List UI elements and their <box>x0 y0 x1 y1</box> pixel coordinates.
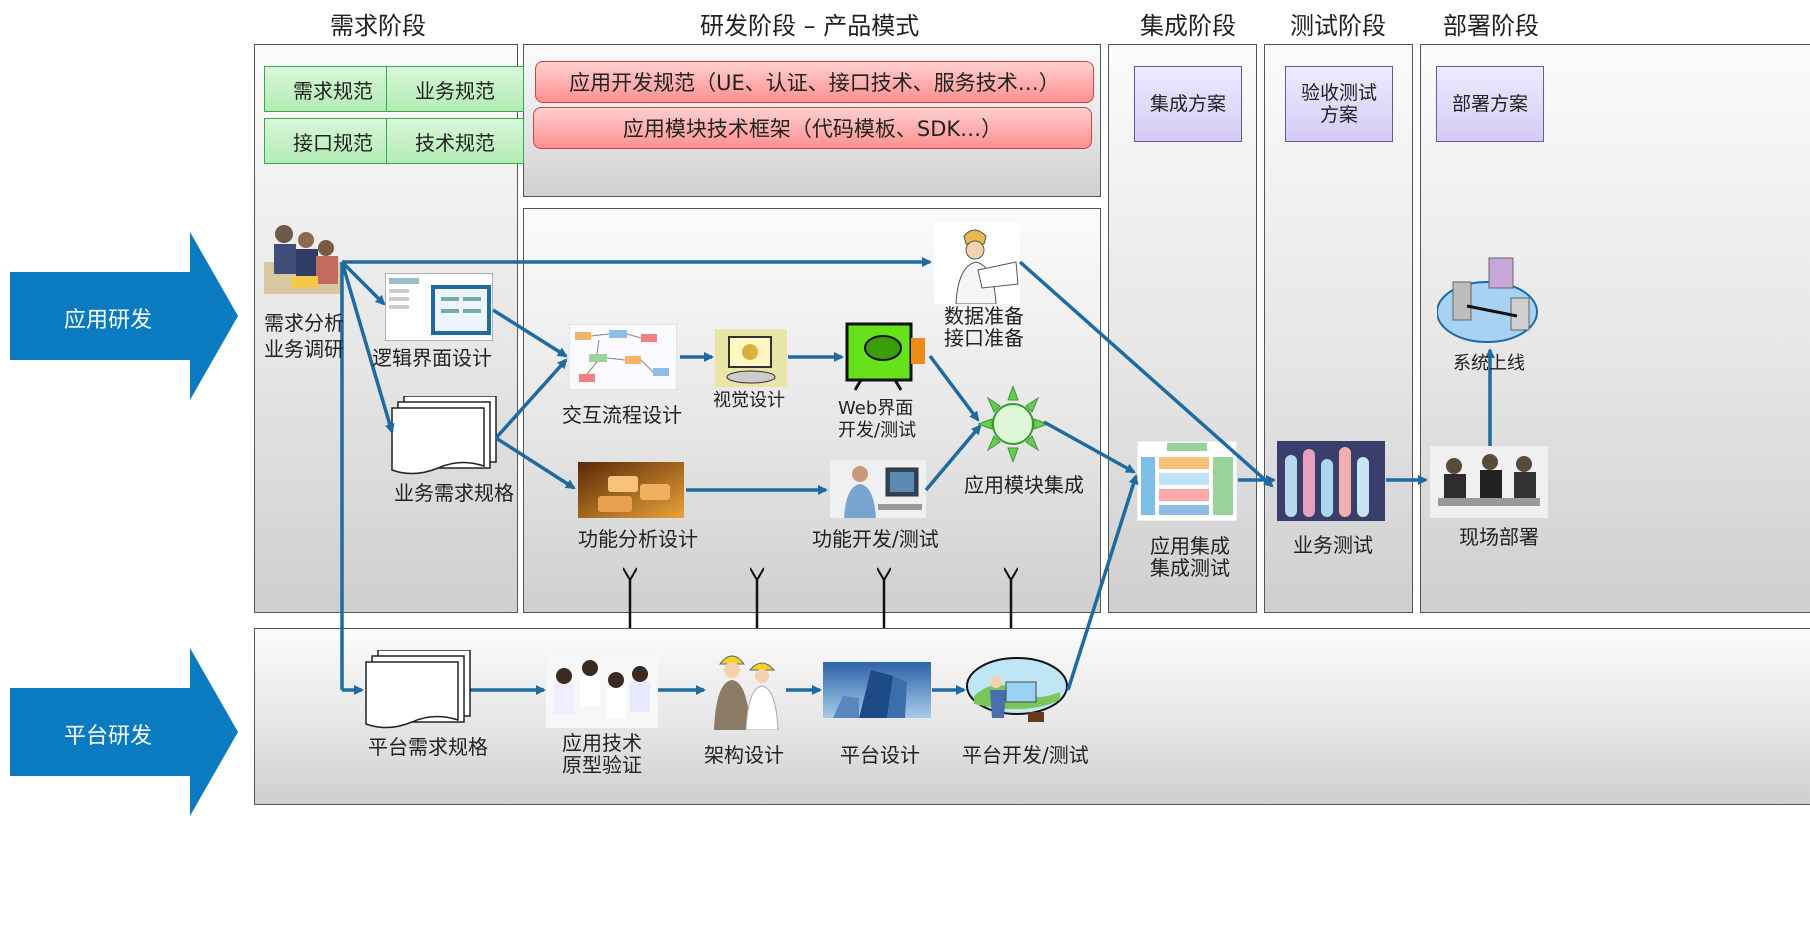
platform-doc-stack-icon <box>365 650 471 729</box>
deployment-plan[interactable]: 部署方案 <box>1436 66 1544 142</box>
team-deploy-icon <box>1430 446 1548 518</box>
prototype-line2: 原型验证 <box>562 753 642 777</box>
acceptance-test-plan-line2: 方案 <box>1319 104 1358 126</box>
platform-dev-arrow <box>10 648 238 816</box>
spec-interface[interactable]: 接口规范 <box>264 118 402 164</box>
phase-title-integration: 集成阶段 <box>1140 12 1236 40</box>
interaction-design-label: 交互流程设计 <box>562 403 682 427</box>
spec-technical[interactable]: 技术规范 <box>386 118 524 164</box>
platform-req-label: 平台需求规格 <box>368 735 488 759</box>
developer-at-computer-icon <box>830 460 926 518</box>
app-dev-standard[interactable]: 应用开发规范（UE、认证、接口技术、服务技术…） <box>535 61 1094 103</box>
logic-ui-label: 逻辑界面设计 <box>372 346 492 370</box>
platform-design-label: 平台设计 <box>840 743 920 767</box>
keyboard-photo-icon <box>578 462 684 518</box>
visual-design-label: 视觉设计 <box>713 390 785 411</box>
prototype-label: 应用技术 原型验证 <box>562 732 642 776</box>
web-dev-line2: 开发/测试 <box>838 420 917 441</box>
sun-burst-icon <box>978 386 1048 462</box>
func-dev-label: 功能开发/测试 <box>812 527 939 551</box>
web-dev-icon <box>845 322 925 391</box>
flowchart-thumbnail-icon <box>569 324 677 390</box>
visual-design-icon <box>715 329 787 387</box>
architecture-label: 架构设计 <box>704 743 784 767</box>
site-deploy-label: 现场部署 <box>1459 525 1539 549</box>
web-dev-label: Web界面 开发/测试 <box>838 398 916 442</box>
integration-plan[interactable]: 集成方案 <box>1134 66 1242 142</box>
data-prep-line1: 数据准备 <box>944 304 1024 328</box>
req-analysis-line1: 需求分析 <box>264 311 344 335</box>
data-prep-label: 数据准备 接口准备 <box>944 305 1024 349</box>
req-analysis-line2: 业务调研 <box>264 337 344 361</box>
spec-requirement[interactable]: 需求规范 <box>264 66 402 112</box>
go-live-label: 系统上线 <box>1453 353 1525 374</box>
servers-globe-icon <box>1437 257 1538 343</box>
req-analysis-label: 需求分析 业务调研 <box>264 310 344 362</box>
test-tubes-icon <box>1277 441 1385 521</box>
func-analysis-label: 功能分析设计 <box>578 527 698 551</box>
team-discussion-icon <box>546 652 658 728</box>
data-prep-line2: 接口准备 <box>944 326 1024 350</box>
app-dev-label: 应用研发 <box>64 308 153 333</box>
prototype-line1: 应用技术 <box>562 731 642 755</box>
biz-req-spec-label: 业务需求规格 <box>394 481 514 505</box>
building-icon <box>823 662 931 718</box>
document-stack-icon <box>391 396 497 475</box>
business-meeting-icon <box>264 225 342 294</box>
phase-title-development: 研发阶段 – 产品模式 <box>700 12 920 40</box>
platform-dev-test-label: 平台开发/测试 <box>962 743 1089 767</box>
app-integration-label: 应用集成 集成测试 <box>1150 535 1230 579</box>
screen-mockup-icon <box>385 273 493 341</box>
platform-dev-label: 平台研发 <box>64 724 153 749</box>
app-dev-arrow <box>10 232 238 400</box>
phase-title-requirement: 需求阶段 <box>330 12 426 40</box>
biz-test-label: 业务测试 <box>1293 533 1373 557</box>
phase-title-testing: 测试阶段 <box>1290 12 1386 40</box>
traveler-map-icon <box>966 657 1068 722</box>
module-integration-label: 应用模块集成 <box>964 473 1084 497</box>
app-integration-line2: 集成测试 <box>1150 556 1230 580</box>
engineer-blueprint-icon <box>934 222 1020 304</box>
hardhat-workers-icon <box>714 655 779 730</box>
phase-title-deployment: 部署阶段 <box>1443 12 1539 40</box>
spec-business[interactable]: 业务规范 <box>386 66 524 112</box>
module-framework-standard[interactable]: 应用模块技术框架（代码模板、SDK…） <box>533 107 1092 149</box>
app-integration-line1: 应用集成 <box>1150 534 1230 558</box>
web-dev-line1: Web界面 <box>838 398 914 419</box>
acceptance-test-plan-line1: 验收测试 <box>1300 82 1377 104</box>
integration-diagram-icon <box>1137 441 1237 521</box>
acceptance-test-plan[interactable]: 验收测试 方案 <box>1285 66 1393 142</box>
